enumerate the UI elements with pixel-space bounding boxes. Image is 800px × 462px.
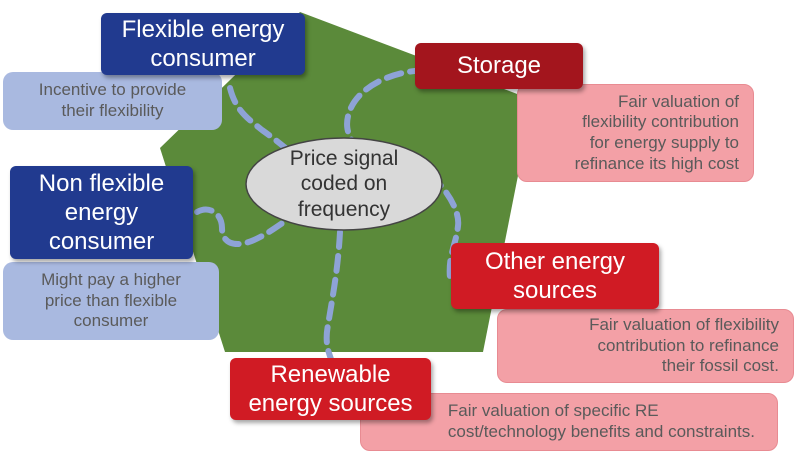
renewable-sources-box: Renewable energy sources xyxy=(230,358,431,420)
connector-non-flexible-consumer xyxy=(194,206,303,247)
flexible-consumer-note: Incentive to provide their flexibility xyxy=(3,72,222,130)
storage-box: Storage xyxy=(415,43,583,89)
non-flexible-consumer-note: Might pay a higher price than flexible c… xyxy=(3,262,219,340)
connector-flexible-consumer xyxy=(227,85,291,153)
other-sources-note: Fair valuation of flexibility contributi… xyxy=(497,309,794,383)
center-label-text: Price signal coded on frequency xyxy=(289,147,399,221)
center-ellipse xyxy=(245,137,443,231)
other-sources-box: Other energy sources xyxy=(451,243,659,309)
center-label: Price signal coded on frequency xyxy=(245,138,443,230)
storage-note: Fair valuation of flexibility contributi… xyxy=(517,84,754,182)
connector-renewable-sources xyxy=(323,229,343,365)
flexible-consumer-box: Flexible energy consumer xyxy=(101,13,305,75)
non-flexible-consumer-box: Non flexible energy consumer xyxy=(10,166,193,259)
connector-other-sources xyxy=(427,172,462,281)
